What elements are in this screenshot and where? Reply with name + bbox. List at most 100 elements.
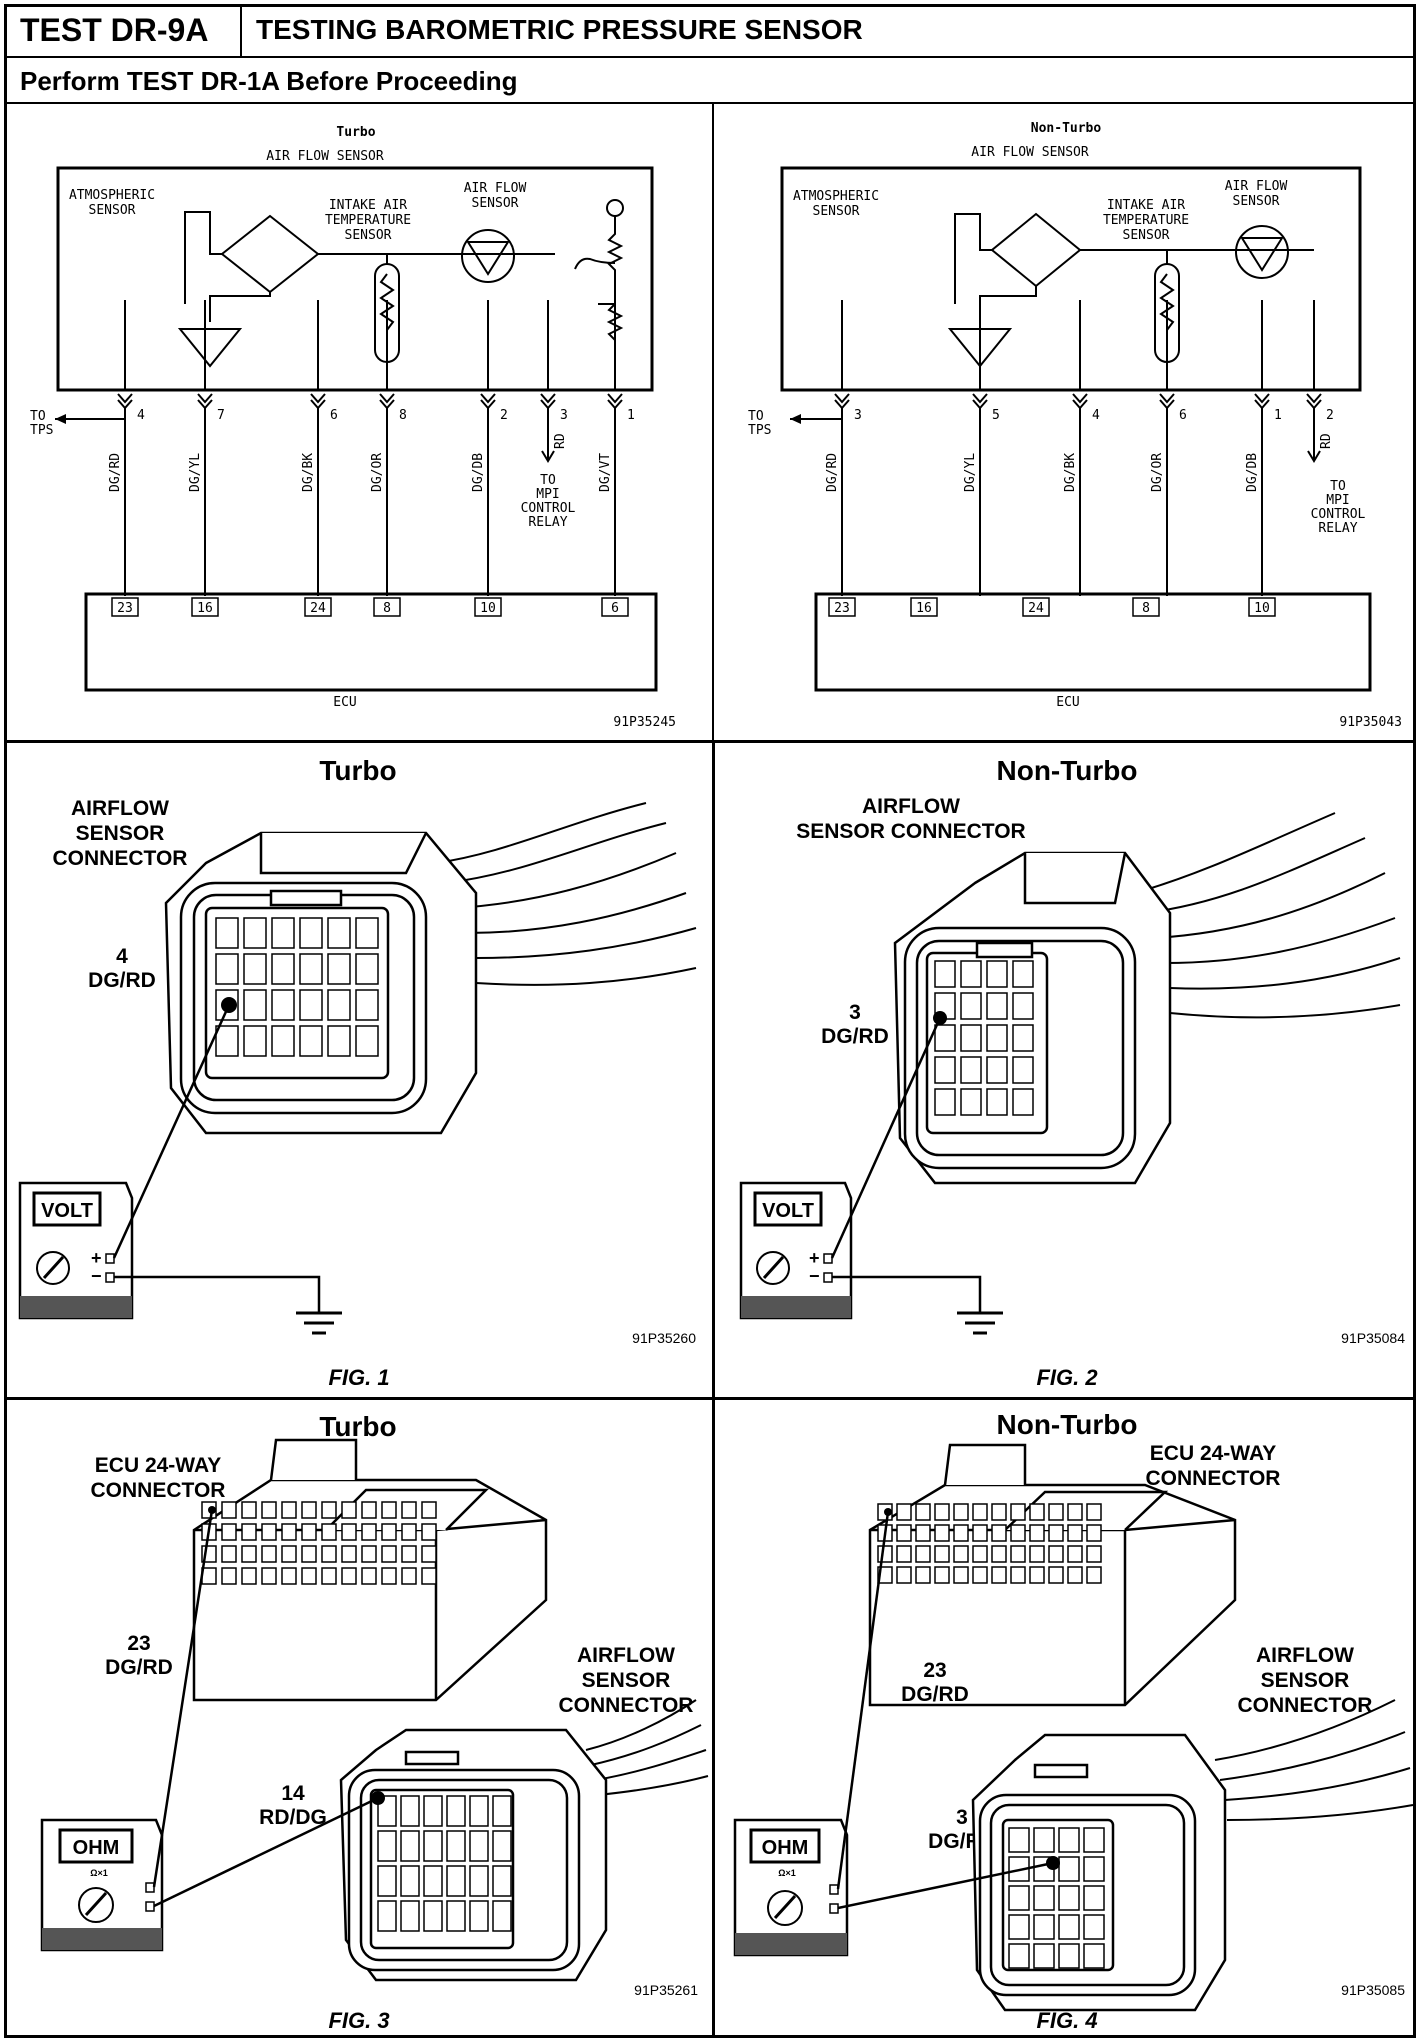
connector-cavity — [341, 1501, 357, 1519]
connector-cavity — [281, 1501, 297, 1519]
connector-cavity — [960, 960, 982, 988]
connector-cavity — [934, 1545, 950, 1563]
relay-note-1: TO — [1330, 479, 1346, 494]
wire-color-label: RD — [1319, 433, 1334, 449]
connector-cavity — [446, 1900, 466, 1932]
connector-cavity — [355, 1025, 379, 1057]
connector-cavity — [1067, 1503, 1083, 1521]
connector-cavity — [1029, 1503, 1045, 1521]
connector-cavity — [261, 1501, 277, 1519]
pin-number: 3 — [854, 408, 862, 423]
connector-cavity — [401, 1567, 417, 1585]
connector-cavity — [1012, 992, 1034, 1020]
airflow-sensor-label-1: AIR FLOW — [1225, 179, 1288, 194]
ecu-pin-box — [601, 597, 629, 617]
fig2-connector-label-2: SENSOR CONNECTOR — [796, 820, 1025, 843]
connector-cavity — [446, 1795, 466, 1827]
fig1-plus: + — [91, 1248, 102, 1268]
connector-cavity — [1048, 1503, 1064, 1521]
row-divider-2 — [4, 1397, 1416, 1400]
connector-cavity — [934, 1088, 956, 1116]
connector-cavity — [215, 953, 239, 985]
connector-cavity — [421, 1501, 437, 1519]
test-title: TESTING BAROMETRIC PRESSURE SENSOR — [256, 14, 863, 45]
connector-cavity — [377, 1900, 397, 1932]
air-flow-sensor-box — [56, 166, 654, 392]
ecu-pin-number: 24 — [310, 601, 326, 616]
connector-cavity — [301, 1523, 317, 1541]
fig4-wire-bundle — [1214, 1699, 1414, 1821]
airflow-sensor-symbol — [461, 229, 515, 283]
intake-sensor-label-3: SENSOR — [1123, 228, 1170, 243]
intake-sensor-label-2: TEMPERATURE — [325, 213, 411, 228]
connector-cavity — [1010, 1545, 1026, 1563]
page-frame — [4, 4, 1416, 2038]
connector-cavity — [401, 1501, 417, 1519]
fig1-pin-wire: DG/RD — [88, 969, 156, 992]
fig1-connector-label-2: SENSOR — [76, 822, 165, 845]
connector-cavity — [986, 960, 1008, 988]
connector-cavity — [341, 1567, 357, 1585]
fig4-range-label: Ω×1 — [778, 1868, 795, 1878]
intake-sensor-label-3: SENSOR — [345, 228, 392, 243]
ecu-pin-number: 10 — [480, 601, 496, 616]
pin-number: 2 — [500, 408, 508, 423]
wire-color-label: DG/DB — [1245, 453, 1260, 492]
fig2-plus-jack — [823, 1253, 833, 1264]
connector-cavity — [1048, 1545, 1064, 1563]
connector-cavity — [421, 1545, 437, 1563]
connector-cavity — [1048, 1524, 1064, 1542]
fig3-title: Turbo — [319, 1411, 396, 1442]
turbo-schematic: Turbo AIR FLOW SENSOR ATMOSPHERIC SENSOR… — [30, 125, 676, 730]
connector-cavity — [327, 989, 351, 1021]
connector-chevron — [197, 393, 213, 410]
fig4-ecu-label-2: CONNECTOR — [1146, 1467, 1281, 1490]
connector-cavity — [271, 953, 295, 985]
connector-cavity — [221, 1501, 237, 1519]
intake-sensor-label-1: INTAKE AIR — [329, 198, 407, 213]
connector-chevron — [1072, 393, 1088, 410]
connector-cavity — [877, 1566, 893, 1584]
header-bar: TEST DR-9A TESTING BAROMETRIC PRESSURE S… — [4, 4, 1416, 58]
fig3-sensor-cavity-grid — [377, 1795, 512, 1932]
connector-cavity — [401, 1523, 417, 1541]
ecu-pin-number: 6 — [611, 601, 619, 616]
connector-cavity — [381, 1545, 397, 1563]
connector-cavity — [1083, 1943, 1105, 1969]
pin-number: 6 — [330, 408, 338, 423]
relay-note-3: CONTROL — [1311, 507, 1366, 522]
connector-cavity — [1008, 1914, 1030, 1940]
connector-cavity — [299, 953, 323, 985]
connector-cavity — [355, 953, 379, 985]
ecu-pin-box — [474, 597, 502, 617]
fig2-wire-bundle — [1134, 812, 1401, 1019]
row-divider-1 — [4, 740, 1416, 743]
connector-cavity — [301, 1501, 317, 1519]
connector-cavity — [960, 1056, 982, 1084]
connector-cavity — [915, 1566, 931, 1584]
connector-cavity — [1058, 1827, 1080, 1853]
fig4-caption: FIG. 4 — [1036, 2008, 1097, 2033]
connector-cavity — [1067, 1566, 1083, 1584]
connector-cavity — [1083, 1885, 1105, 1911]
turbo-schematic-part-number: 91P35245 — [613, 715, 676, 730]
connector-cavity — [281, 1523, 297, 1541]
ecu-pin-box — [191, 597, 219, 617]
connector-cavity — [1083, 1856, 1105, 1882]
connector-cavity — [972, 1503, 988, 1521]
wire-color-label: DG/YL — [188, 453, 203, 492]
ecu-pin-box — [910, 597, 938, 617]
fig1-caption: FIG. 1 — [328, 1365, 389, 1390]
connector-cavity — [321, 1501, 337, 1519]
connector-cavity — [361, 1567, 377, 1585]
fig2-volt-meter: VOLT + − — [739, 1181, 853, 1320]
connector-cavity — [401, 1545, 417, 1563]
pin-number: 5 — [992, 408, 1000, 423]
ecu-pin-box — [111, 597, 139, 617]
connector-cavity — [960, 1024, 982, 1052]
fig2-minus: − — [809, 1266, 820, 1286]
wire-color-label: DG/BK — [1063, 453, 1078, 492]
connector-cavity — [241, 1545, 257, 1563]
fig2-meter-label: VOLT — [762, 1200, 814, 1222]
connector-cavity — [423, 1830, 443, 1862]
